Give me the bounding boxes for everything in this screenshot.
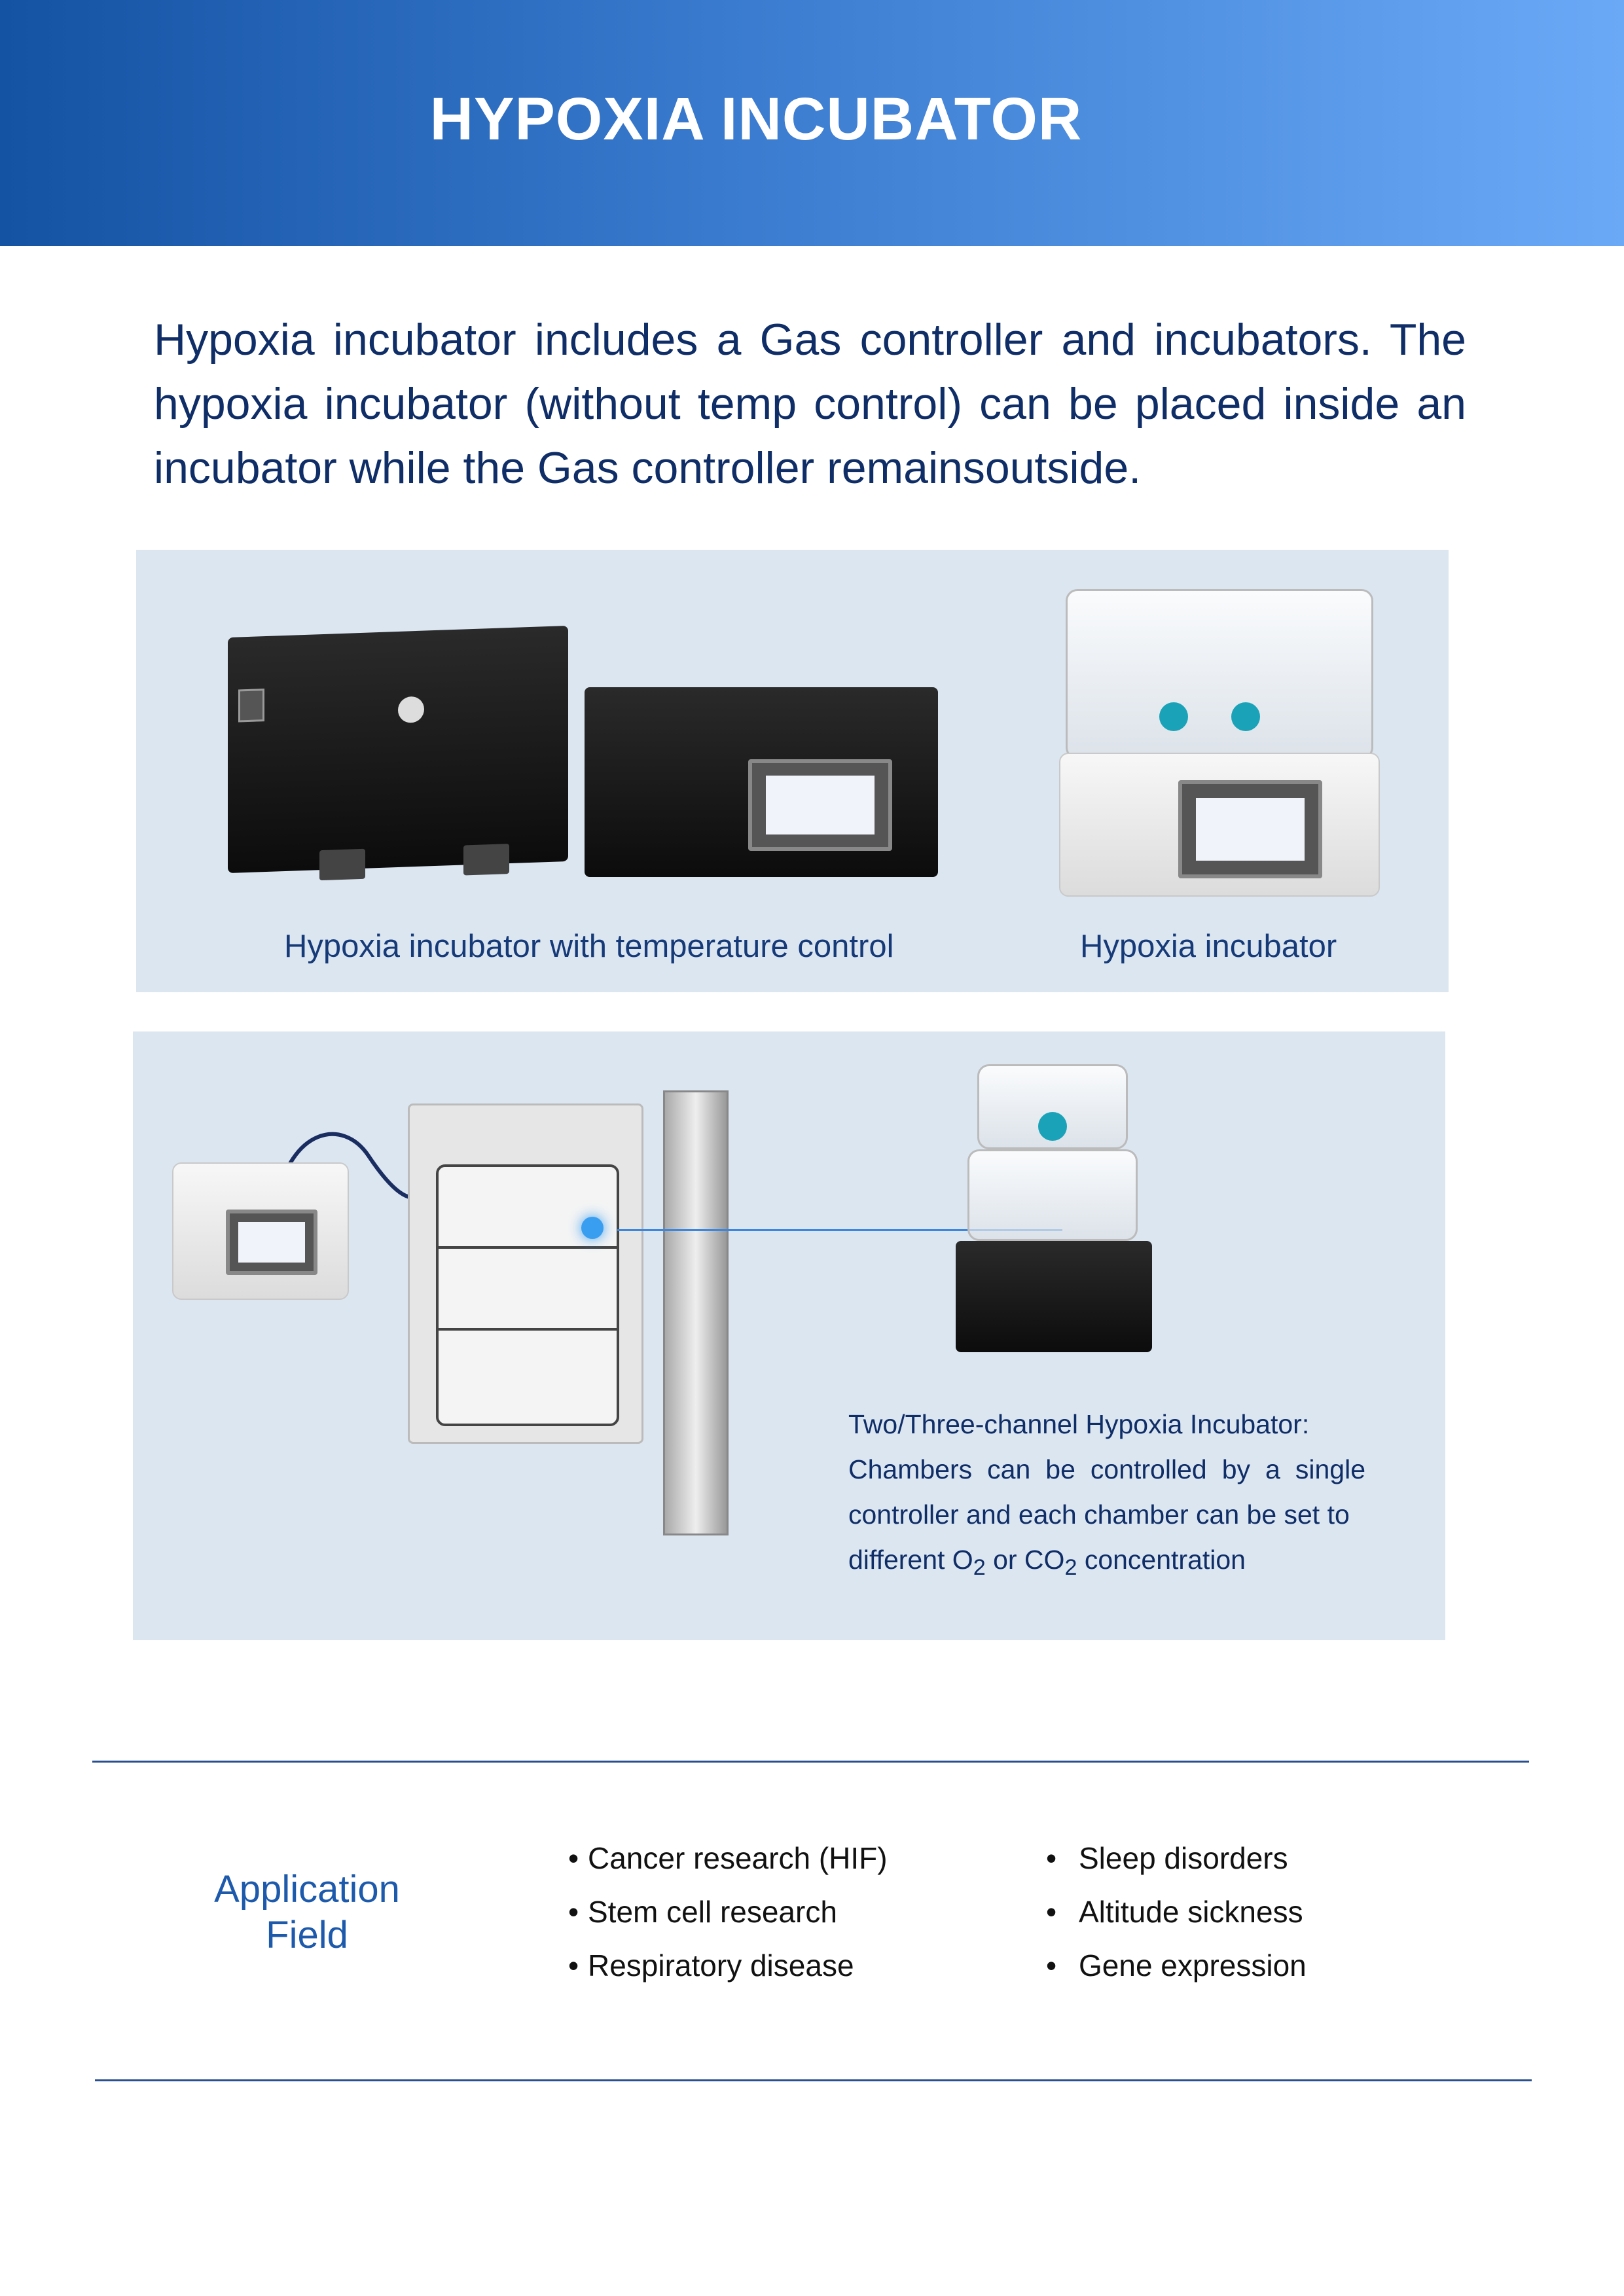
- multi-chamber-top-image: [977, 1064, 1128, 1149]
- desc-body: Chambers can be controlled by a single c…: [848, 1454, 1365, 1530]
- caption-hypoxia-incubator: Hypoxia incubator: [1080, 929, 1337, 964]
- bullet: •: [1046, 1895, 1057, 1929]
- product-panel-2: Two/Three-channel Hypoxia Incubator: Cha…: [133, 1031, 1445, 1640]
- item-text: Stem cell research: [588, 1895, 837, 1929]
- list-item: • Sleep disorders: [1046, 1840, 1288, 1876]
- bullet: •: [568, 1841, 579, 1875]
- list-item: • Cancer research (HIF): [568, 1840, 888, 1876]
- page-title: HYPOXIA INCUBATOR: [429, 86, 1083, 152]
- divider-top: [92, 1761, 1529, 1763]
- desc-title: Two/Three-channel Hypoxia Incubator:: [848, 1409, 1310, 1439]
- incubator-with-temp-image: [228, 625, 568, 881]
- bullet: •: [1046, 1948, 1057, 1982]
- item-text: Sleep disorders: [1079, 1841, 1288, 1875]
- divider-bottom: [95, 2079, 1532, 2081]
- item-text: Gene expression: [1079, 1948, 1307, 1982]
- product-panel-1: Hypoxia incubator with temperature contr…: [136, 550, 1449, 992]
- multi-channel-description: Two/Three-channel Hypoxia Incubator: Cha…: [848, 1402, 1365, 1590]
- bullet: •: [1046, 1841, 1057, 1875]
- multi-chamber-base-image: [956, 1241, 1152, 1352]
- bullet: •: [568, 1895, 579, 1929]
- intro-paragraph: Hypoxia incubator includes a Gas control…: [154, 315, 1466, 493]
- list-item: • Altitude sickness: [1046, 1894, 1303, 1929]
- heading-line: Application: [214, 1868, 400, 1910]
- bullet: •: [568, 1948, 579, 1982]
- desc-text: concentration: [1077, 1545, 1246, 1575]
- list-item: • Stem cell research: [568, 1894, 837, 1929]
- item-text: Respiratory disease: [588, 1948, 854, 1982]
- external-controller-image: [172, 1162, 349, 1300]
- item-text: Altitude sickness: [1079, 1895, 1303, 1929]
- gas-controller-image: [585, 687, 938, 877]
- list-item: • Respiratory disease: [568, 1948, 854, 1983]
- subscript: 2: [973, 1555, 986, 1581]
- desc-text: or CO: [985, 1545, 1065, 1575]
- caption-with-temp-control: Hypoxia incubator with temperature contr…: [284, 929, 894, 964]
- desc-last-line: different O2 or CO2 concentration: [848, 1537, 1365, 1590]
- desc-text: different O: [848, 1545, 973, 1575]
- list-item: • Gene expression: [1046, 1948, 1307, 1983]
- connector-line: [617, 1229, 1062, 1231]
- subscript: 2: [1064, 1555, 1077, 1581]
- header-banner: HYPOXIA INCUBATOR: [0, 0, 1624, 246]
- heading-line: Field: [266, 1914, 348, 1956]
- co2-incubator-open-image: [408, 1103, 643, 1444]
- multi-chamber-middle-image: [967, 1149, 1138, 1241]
- application-field-heading: Application Field: [176, 1867, 438, 1958]
- hypoxia-incubator-base-image: [1059, 753, 1380, 897]
- hypoxia-incubator-image: [1066, 589, 1373, 759]
- item-text: Cancer research (HIF): [588, 1841, 888, 1875]
- incubator-door-image: [663, 1090, 729, 1535]
